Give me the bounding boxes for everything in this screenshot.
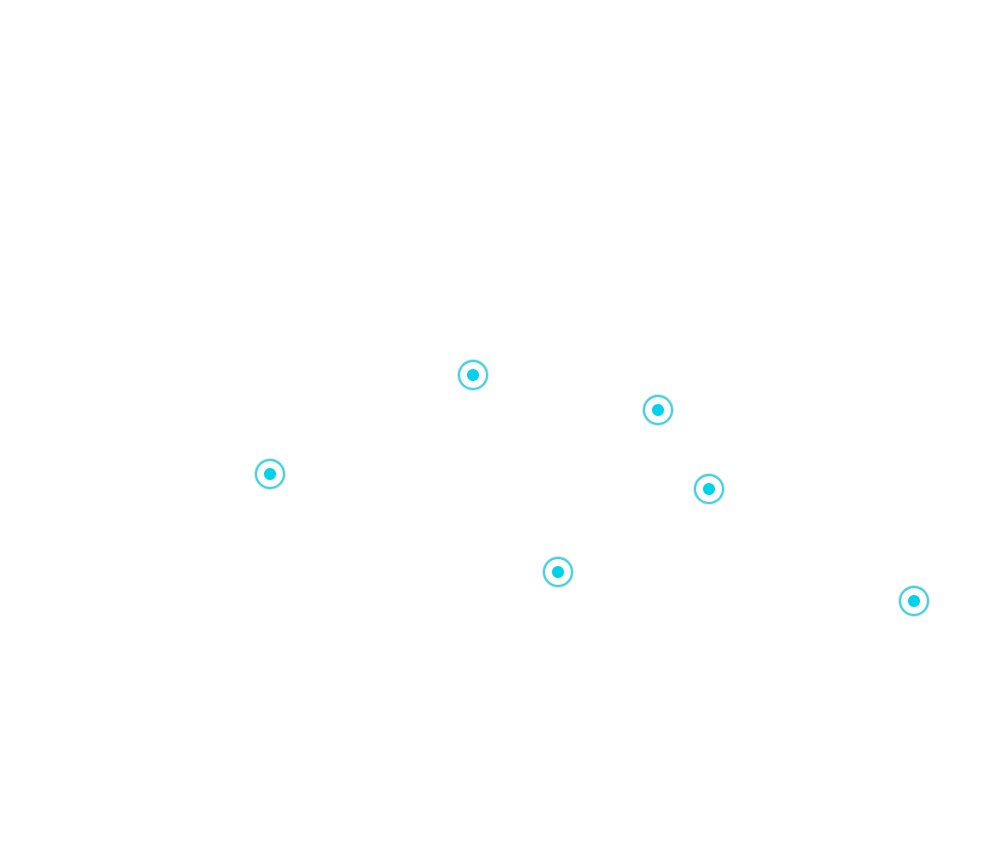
map-marker[interactable] xyxy=(898,585,930,617)
marker-shadow xyxy=(693,473,725,505)
location-marker-icon xyxy=(467,369,479,381)
location-marker-icon xyxy=(908,595,920,607)
map-marker[interactable] xyxy=(254,458,286,490)
location-marker-icon xyxy=(703,483,715,495)
location-marker-icon xyxy=(264,468,276,480)
marker-shadow xyxy=(898,585,930,617)
map-marker[interactable] xyxy=(693,473,725,505)
marker-shadow xyxy=(457,359,489,391)
map-marker[interactable] xyxy=(642,394,674,426)
marker-shadow xyxy=(542,556,574,588)
map-marker[interactable] xyxy=(542,556,574,588)
marker-shadow xyxy=(642,394,674,426)
marker-shadow xyxy=(254,458,286,490)
location-marker-icon xyxy=(552,566,564,578)
location-marker-icon xyxy=(652,404,664,416)
map-marker[interactable] xyxy=(457,359,489,391)
